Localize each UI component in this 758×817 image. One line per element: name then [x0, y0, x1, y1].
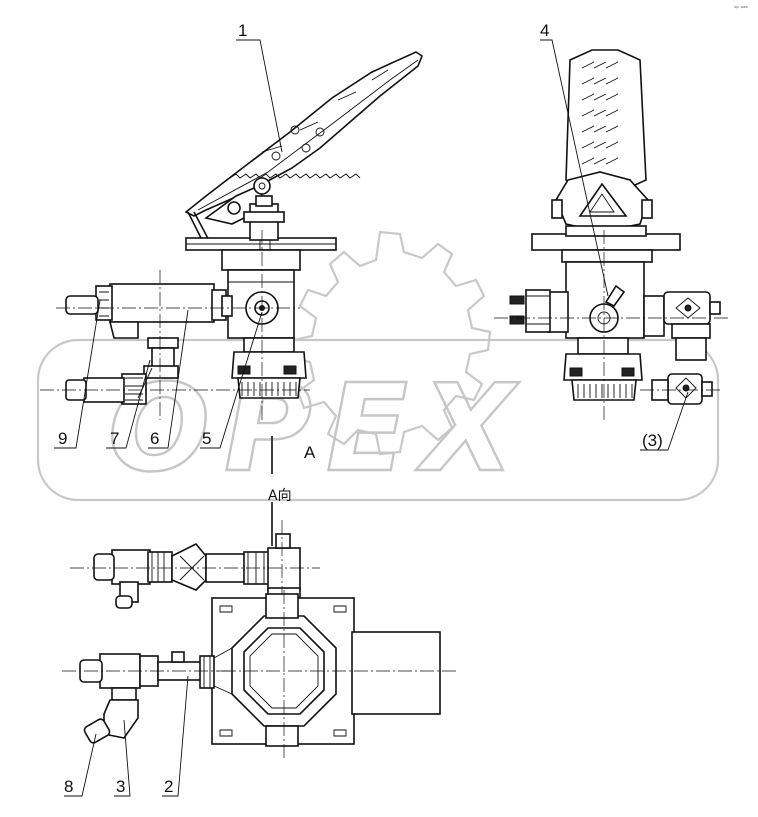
pedal-plate: [184, 51, 423, 217]
callout-5: 5: [202, 429, 211, 448]
callout-8: 8: [64, 777, 73, 796]
callout-7: 7: [110, 429, 119, 448]
view-arrow-label: A: [304, 443, 316, 462]
callout-4: 4: [540, 21, 549, 40]
view-direction-label: A向: [268, 488, 292, 504]
watermark-frame: [36, 338, 720, 502]
watermark-text: OPEX: [108, 360, 528, 499]
corner-mark: ˢᵖ ᵃᵃᵃ: [734, 5, 748, 12]
callout-3: 3: [116, 777, 125, 796]
callout-9: 9: [58, 429, 67, 448]
leaders: [54, 39, 689, 797]
side-pedal-pad: [565, 49, 647, 191]
callout-labels: 1 4 9 7 6 5 (3) A A向 8 3 2: [58, 21, 663, 796]
watermark: OPEX: [36, 230, 720, 502]
view-a: [62, 520, 456, 760]
side-view: [494, 49, 730, 420]
pipe-extension-left: [109, 283, 215, 323]
callout-3-paren: (3): [642, 431, 663, 450]
callout-6: 6: [150, 429, 159, 448]
callout-2: 2: [164, 777, 173, 796]
watermark-gear: [290, 230, 492, 456]
front-view: [40, 51, 423, 546]
valve-body-top: [221, 249, 301, 271]
rear-cylinder: [351, 631, 441, 715]
callout-1: 1: [238, 21, 247, 40]
